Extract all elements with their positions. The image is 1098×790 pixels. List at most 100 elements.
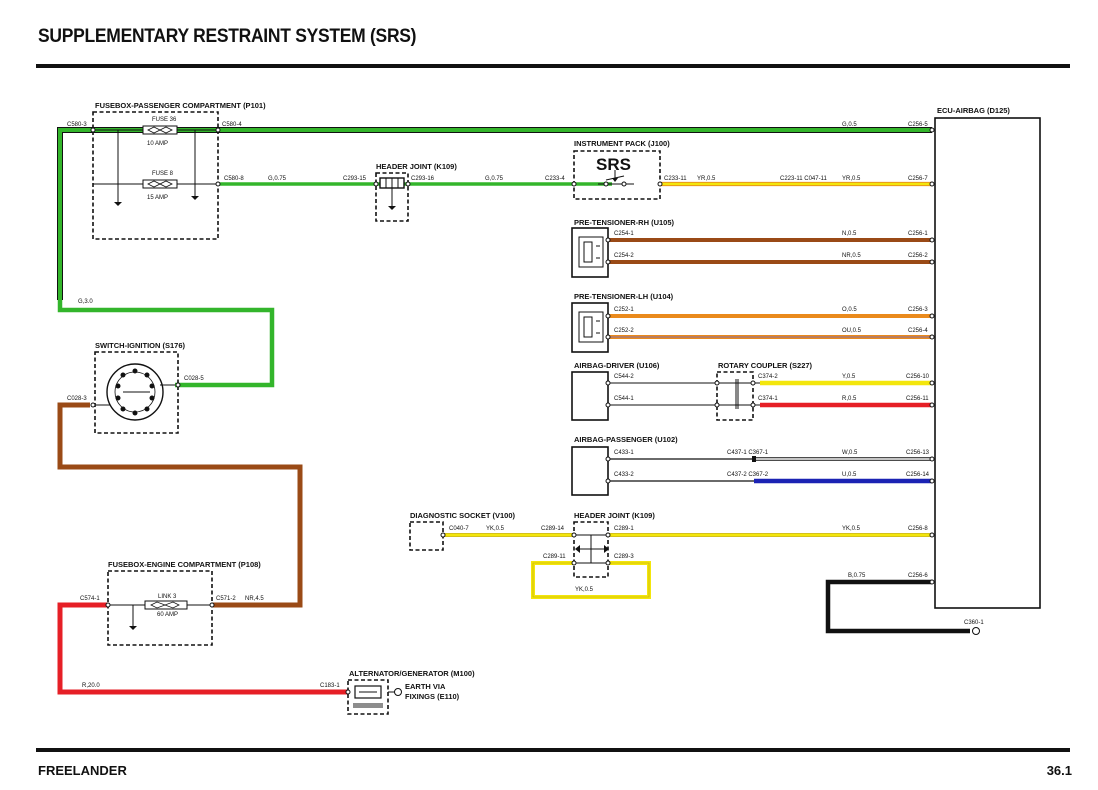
connector-label: C433-2: [614, 472, 634, 478]
connector-label: C040-7: [449, 526, 469, 532]
earth-label-line1: EARTH VIA: [405, 682, 446, 691]
wire-green-main-color: [58, 128, 932, 300]
ground-icon: [190, 189, 200, 201]
airbag-passenger-label: AIRBAG-PASSENGER (U102): [574, 435, 678, 444]
wire-green-main: [57, 127, 932, 300]
earth-point-icon: [394, 688, 402, 696]
connector-label: C374-1: [758, 396, 778, 402]
arrow-down-icon: [612, 178, 618, 182]
diagnostic-socket: [409, 521, 444, 551]
connector-label: C289-11: [543, 554, 566, 560]
wire-r200: [57, 602, 348, 695]
terminal-dots: [90, 127, 935, 695]
wire-labels: G,0.5 G,0.75 G,0.75 G,3.0 YR,0.5 YR,0.5 …: [78, 122, 866, 689]
header-joint-k109-top: [375, 172, 409, 222]
wire-label: G,0.75: [485, 176, 504, 182]
wire-label: G,3.0: [78, 299, 93, 305]
connector-label: C256-4: [908, 328, 928, 334]
airbag-driver-label: AIRBAG-DRIVER (U106): [574, 361, 660, 370]
footer-rule: [36, 748, 1070, 752]
ground-icon: [113, 195, 123, 207]
connector-label: C293-16: [411, 176, 435, 182]
connector-label: C580-3: [67, 122, 87, 128]
header-joint-k109-bottom: [573, 521, 609, 578]
page-title: SUPPLEMENTARY RESTRAINT SYSTEM (SRS): [38, 26, 417, 47]
wire-label: R,0.5: [842, 396, 857, 402]
connector-label: C256-13: [906, 450, 930, 456]
pretensioner-lh: [571, 302, 609, 353]
connector-label: C252-1: [614, 307, 634, 313]
header-joint-top-label: HEADER JOINT (K109): [376, 162, 457, 171]
wire-nr45: [57, 402, 303, 608]
fusebox-passenger-label: FUSEBOX-PASSENGER COMPARTMENT (P101): [95, 101, 266, 110]
connector-label: C233-11: [664, 176, 687, 182]
connector-label: C289-1: [614, 526, 634, 532]
ecu-label: ECU-AIRBAG (D125): [937, 106, 1010, 115]
connector-label: C256-2: [908, 253, 928, 259]
wire-label: N,0.5: [842, 231, 857, 237]
wire-b075: [825, 579, 970, 634]
wire-label: B,0.75: [848, 573, 866, 579]
ground-icon: [387, 199, 397, 211]
connector-label: C256-8: [908, 526, 928, 532]
connector-label: C256-14: [906, 472, 930, 478]
connector-label: C544-2: [614, 374, 634, 380]
wire-label: YK,0.5: [842, 526, 861, 532]
connector-label: C580-4: [222, 122, 242, 128]
link-3-rating: 60 AMP: [157, 612, 178, 618]
connector-label: C256-11: [906, 396, 929, 402]
connector-label: C256-3: [908, 307, 928, 313]
wire-label: NR,0.5: [842, 253, 861, 259]
fuse-36-rating: 10 AMP: [147, 141, 168, 147]
fusebox-engine-compartment: [107, 570, 213, 646]
airbag-passenger: [571, 446, 756, 496]
link-3-label: LINK 3: [158, 594, 177, 600]
connector-label: C256-10: [906, 374, 930, 380]
fusebox-passenger-compartment: [92, 111, 219, 240]
connector-label: C028-5: [184, 376, 204, 382]
rotary-coupler: [716, 371, 754, 421]
wire-label: OU,0.5: [842, 328, 862, 334]
connector-label: C374-2: [758, 374, 778, 380]
fusebox-engine-label: FUSEBOX-ENGINE COMPARTMENT (P108): [108, 560, 261, 569]
wire-label: O,0.5: [842, 307, 857, 313]
connector-label: C256-6: [908, 573, 928, 579]
wire-label: YK,0.5: [575, 587, 594, 593]
header-rule: [36, 64, 1070, 68]
connector-label: C256-1: [908, 231, 928, 237]
wires: [57, 127, 970, 695]
ground-icon: [128, 619, 138, 631]
diagnostic-socket-label: DIAGNOSTIC SOCKET (V100): [410, 511, 516, 520]
connector-label: C256-5: [908, 122, 928, 128]
rotary-coupler-label: ROTARY COUPLER (S227): [718, 361, 813, 370]
switch-ignition-label: SWITCH-IGNITION (S176): [95, 341, 186, 350]
connector-label: C360-1: [964, 620, 984, 626]
connector-labels: C580-3 C580-4 C580-8 C293-15 C293-16 C23…: [67, 122, 984, 689]
connector-label: C433-1: [614, 450, 634, 456]
earth-label-line2: FIXINGS (E110): [405, 692, 460, 701]
wire-label: YR,0.5: [842, 176, 861, 182]
wire-green-g30: [57, 300, 275, 388]
wire-label: NR,4.5: [245, 596, 264, 602]
wire-label: U,0.5: [842, 472, 857, 478]
footer-page-number: 36.1: [1046, 763, 1072, 778]
connector-label: C289-14: [541, 526, 565, 532]
connector-label: C293-15: [343, 176, 367, 182]
connector-label: C256-7: [908, 176, 928, 182]
wire-label: G,0.75: [268, 176, 287, 182]
instrument-pack-label: INSTRUMENT PACK (J100): [574, 139, 670, 148]
fuse-8-label: FUSE 8: [152, 171, 174, 177]
connector-label: C254-1: [614, 231, 634, 237]
wire-label: YR,0.5: [697, 176, 716, 182]
wire-label: YK,0.5: [486, 526, 505, 532]
connector-label: C183-1: [320, 683, 340, 689]
connector-label: C574-1: [80, 596, 100, 602]
airbag-driver: [571, 371, 609, 421]
component-labels: FUSEBOX-PASSENGER COMPARTMENT (P101) FUS…: [95, 101, 1010, 701]
connector-label: C223-11 C047-11: [780, 176, 827, 182]
wire-label: Y,0.5: [842, 374, 856, 380]
connector-label: C028-3: [67, 396, 87, 402]
connector-label: C437-2 C367-2: [727, 472, 769, 478]
wire-label: W,0.5: [842, 450, 858, 456]
